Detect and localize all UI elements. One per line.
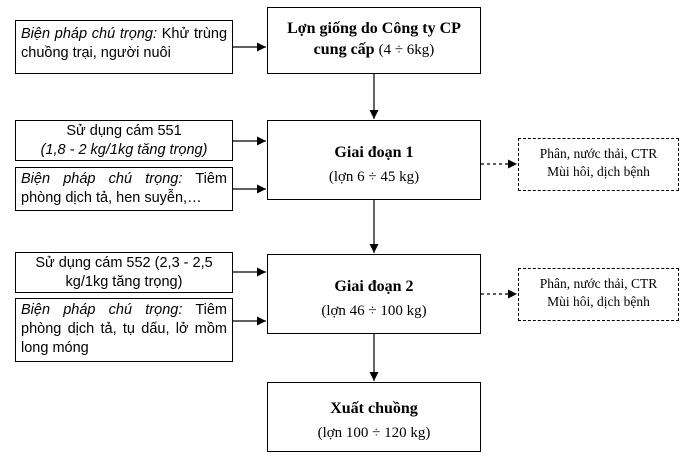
vaccine-stage1-text: Tiêm phòng dịch tả, hen suyễn,… [21, 171, 227, 206]
vaccine-stage1-box: Biện pháp chú trọng: Tiêm phòng dịch tả,… [15, 167, 233, 211]
stage2-weight: (lợn 46 ÷ 100 kg) [321, 303, 427, 319]
stage2-title: Giai đoạn 2 [334, 278, 414, 295]
source-box: Lợn giống do Công ty CP cung cấp (4 ÷ 6k… [267, 7, 481, 74]
exit-box: Xuất chuồng (lợn 100 ÷ 120 kg) [267, 382, 481, 452]
source-weight: (4 ÷ 6kg) [378, 42, 435, 58]
stage1-weight: (lợn 6 ÷ 45 kg) [328, 169, 420, 185]
feed-552-box: Sử dụng cám 552 (2,3 - 2,5 kg/1kg tăng t… [15, 252, 233, 293]
source-title-line2: cung cấp [313, 41, 375, 58]
waste-stage2-box: Phân, nước thải, CTR Mùi hôi, dịch bệnh [518, 268, 679, 321]
source-title-line1: Lợn giống do Công ty CP [287, 20, 461, 37]
exit-weight: (lợn 100 ÷ 120 kg) [317, 425, 431, 441]
waste-stage1-line1: Phân, nước thải, CTR [539, 146, 658, 161]
vaccine-stage2-box: Biện pháp chú trọng: Tiêm phòng dịch tả,… [15, 298, 233, 362]
exit-title: Xuất chuồng [330, 400, 418, 417]
waste-stage2-line2: Mùi hôi, dịch bệnh [547, 294, 650, 309]
feed-551-box: Sử dụng cám 551 (1,8 - 2 kg/1kg tăng trọ… [15, 120, 233, 161]
vaccine-stage1-label: Biện pháp chú trọng: [21, 171, 183, 187]
feed-551-line1: Sử dụng cám 551 [66, 123, 182, 139]
waste-stage1-line2: Mùi hôi, dịch bệnh [547, 164, 650, 179]
waste-stage1-box: Phân, nước thải, CTR Mùi hôi, dịch bệnh [518, 138, 679, 191]
stage2-box: Giai đoạn 2 (lợn 46 ÷ 100 kg) [267, 254, 481, 334]
stage1-title: Giai đoạn 1 [334, 144, 414, 161]
disinfect-measure-text: Khử trùng chuồng trại, người nuôi [21, 26, 228, 61]
disinfect-measure-box: Biện pháp chú trọng: Khử trùng chuồng tr… [15, 20, 233, 74]
disinfect-measure-label: Biện pháp chú trọng: [21, 26, 157, 42]
feed-552-text: Sử dụng cám 552 (2,3 - 2,5 kg/1kg tăng t… [35, 255, 213, 290]
vaccine-stage2-label: Biện pháp chú trọng: [21, 302, 183, 318]
vaccine-stage2-text: Tiêm phòng dịch tả, tụ dấu, lở mồm long … [21, 302, 227, 356]
feed-551-line2: (1,8 - 2 kg/1kg tăng trọng) [40, 142, 208, 158]
stage1-box: Giai đoạn 1 (lợn 6 ÷ 45 kg) [267, 120, 481, 200]
waste-stage2-line1: Phân, nước thải, CTR [539, 276, 658, 291]
